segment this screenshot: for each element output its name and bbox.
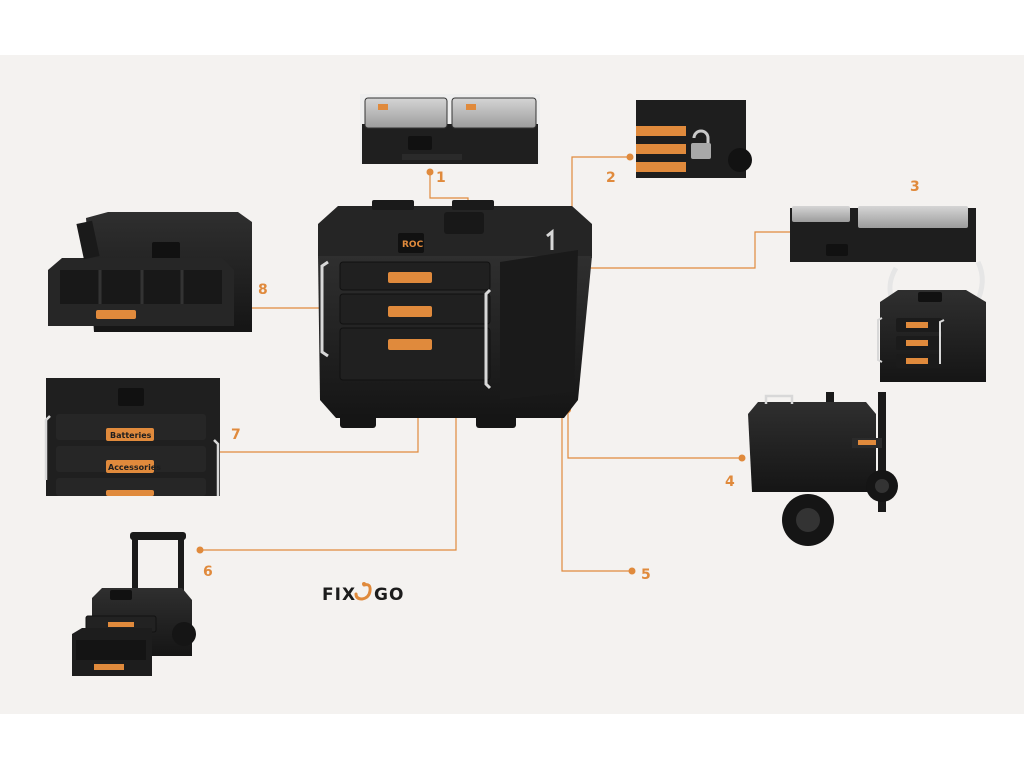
- drawer-label-batteries: Batteries: [110, 431, 152, 440]
- thumb-drawer-labels: Batteries Accessories: [44, 378, 220, 496]
- thumb-open-drawer: [48, 212, 252, 332]
- thumb-padlock: [636, 100, 752, 178]
- callout-number-5: 5: [641, 567, 651, 583]
- callout-number-1: 1: [436, 170, 446, 186]
- thumb-stacked-organizers: [790, 206, 976, 262]
- callout-line-4: [567, 410, 742, 459]
- case-logo: ROC: [402, 240, 424, 250]
- thumb-rolling-cart: [72, 532, 196, 676]
- callout-number-6: 6: [203, 564, 213, 580]
- callout-number-3: 3: [910, 179, 920, 195]
- callout-number-4: 4: [725, 474, 735, 490]
- callout-number-7: 7: [231, 427, 241, 443]
- main-tool-case: ROC: [318, 200, 592, 428]
- callout-number-8: 8: [258, 282, 268, 298]
- thumb-organizer-top: [360, 94, 540, 164]
- brand-logo: FIX GO: [322, 582, 404, 605]
- brand-logo-right: GO: [374, 585, 404, 605]
- thumb-trolley: [748, 392, 898, 546]
- drawer-label-accessories: Accessories: [108, 463, 161, 472]
- callout-line-6: [200, 385, 457, 551]
- callout-line-1: [429, 172, 445, 199]
- thumb-carried-case: [877, 260, 986, 382]
- brand-logo-hook-icon: [354, 583, 372, 601]
- callout-number-2: 2: [606, 170, 616, 186]
- brand-logo-left: FIX: [322, 585, 356, 605]
